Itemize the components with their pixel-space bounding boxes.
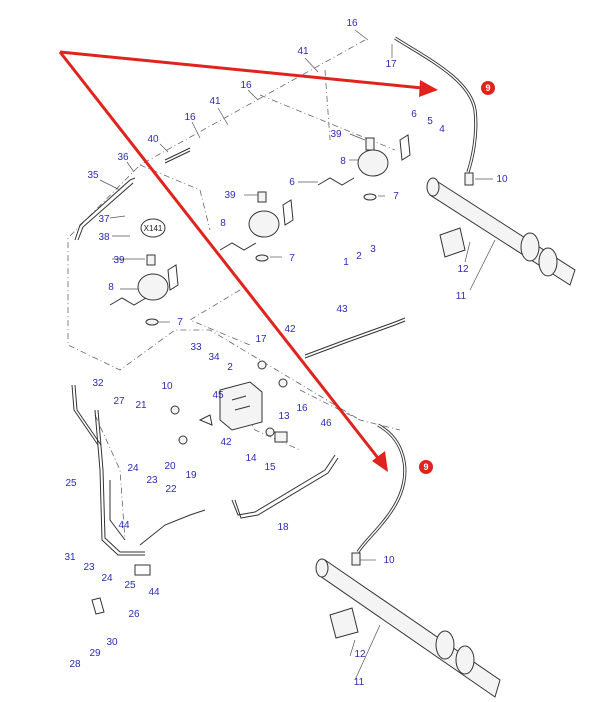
part-label: 42 bbox=[220, 437, 232, 448]
part-label: 39 bbox=[113, 255, 125, 266]
upper-cylinder bbox=[426, 172, 576, 286]
part-label: 10 bbox=[383, 555, 395, 566]
part-label: 37 bbox=[98, 214, 110, 225]
part-label: 41 bbox=[297, 46, 309, 57]
part-label: 34 bbox=[208, 352, 220, 363]
part-label: 23 bbox=[146, 475, 158, 486]
part-label: 39 bbox=[224, 190, 236, 201]
arrow-to-lower-hose-head bbox=[372, 451, 388, 472]
arrow-to-lower-hose bbox=[58, 51, 380, 459]
accumulators bbox=[137, 137, 389, 326]
part-label: 44 bbox=[148, 587, 160, 598]
part-label: 24 bbox=[101, 573, 113, 584]
part-label: 40 bbox=[147, 134, 159, 145]
pipes bbox=[71, 147, 406, 556]
part-label: 3 bbox=[370, 244, 376, 255]
callout-9-upper: 9 bbox=[481, 81, 495, 95]
connector-x141: X141 bbox=[140, 218, 166, 238]
part-label: 31 bbox=[64, 552, 76, 563]
part-label: 7 bbox=[177, 317, 183, 328]
part-label: 4 bbox=[439, 124, 445, 135]
part-label: 46 bbox=[320, 418, 332, 429]
part-label: 32 bbox=[92, 378, 104, 389]
callout-9-lower: 9 bbox=[419, 460, 433, 474]
arrow-to-upper-hose bbox=[59, 50, 423, 90]
part-label: 23 bbox=[83, 562, 95, 573]
part-label: 8 bbox=[108, 282, 114, 293]
part-label: 28 bbox=[69, 659, 81, 670]
part-label: 44 bbox=[118, 520, 130, 531]
part-label: 26 bbox=[128, 609, 140, 620]
part-label: 14 bbox=[245, 453, 257, 464]
part-label: 45 bbox=[212, 390, 224, 401]
part-label: 6 bbox=[411, 109, 417, 120]
arrow-to-upper-hose-head bbox=[419, 80, 438, 97]
part-label: 7 bbox=[289, 253, 295, 264]
part-label: 33 bbox=[190, 342, 202, 353]
part-label: 12 bbox=[354, 649, 366, 660]
part-label: 42 bbox=[284, 324, 296, 335]
part-label: 2 bbox=[227, 362, 233, 373]
part-label: 18 bbox=[277, 522, 289, 533]
hydraulic-cylinders bbox=[315, 172, 576, 698]
part-label: 36 bbox=[117, 152, 129, 163]
callout-9-lower-label: 9 bbox=[423, 462, 428, 472]
part-label: 10 bbox=[161, 381, 173, 392]
part-label: 16 bbox=[184, 112, 196, 123]
callout-9-upper-label: 9 bbox=[485, 83, 490, 93]
part-label: 15 bbox=[264, 462, 276, 473]
part-label: 43 bbox=[336, 304, 348, 315]
lower-cylinder bbox=[315, 552, 501, 698]
part-label: 25 bbox=[65, 478, 77, 489]
part-label: 16 bbox=[346, 18, 358, 29]
part-label: 11 bbox=[354, 677, 365, 688]
part-label: 12 bbox=[457, 264, 469, 275]
part-label: 11 bbox=[456, 291, 467, 302]
part-label: 30 bbox=[106, 637, 118, 648]
part-label: 25 bbox=[124, 580, 136, 591]
part-label: 17 bbox=[255, 334, 267, 345]
part-label: 16 bbox=[296, 403, 308, 414]
part-label: 17 bbox=[385, 59, 397, 70]
indicator-arrows bbox=[58, 50, 438, 472]
part-label: 35 bbox=[87, 170, 99, 181]
part-label: 1 bbox=[343, 257, 349, 268]
part-label: 10 bbox=[496, 174, 508, 185]
hoses bbox=[356, 36, 478, 553]
part-label: 8 bbox=[340, 156, 346, 167]
part-label: 5 bbox=[427, 116, 433, 127]
part-label: 8 bbox=[220, 218, 226, 229]
leader-lines bbox=[99, 29, 496, 681]
connector-x141-label: X141 bbox=[144, 224, 163, 233]
part-label: 21 bbox=[135, 400, 147, 411]
part-label: 19 bbox=[185, 470, 197, 481]
part-label: 6 bbox=[289, 177, 295, 188]
part-labels: 16 41 17 16 41 39 5 6 4 16 40 8 10 36 35… bbox=[64, 18, 508, 688]
brackets bbox=[91, 134, 411, 615]
part-label: 29 bbox=[89, 648, 101, 659]
part-label: 27 bbox=[113, 396, 125, 407]
assembly-guide-lines bbox=[67, 39, 401, 541]
part-label: 7 bbox=[393, 191, 399, 202]
valve-block bbox=[170, 360, 288, 445]
part-label: 2 bbox=[356, 251, 362, 262]
part-label: 20 bbox=[164, 461, 176, 472]
part-label: 39 bbox=[330, 129, 342, 140]
part-label: 38 bbox=[98, 232, 110, 243]
part-label: 16 bbox=[240, 80, 252, 91]
part-label: 41 bbox=[209, 96, 221, 107]
part-label: 22 bbox=[165, 484, 177, 495]
part-label: 13 bbox=[278, 411, 290, 422]
part-label: 24 bbox=[127, 463, 139, 474]
